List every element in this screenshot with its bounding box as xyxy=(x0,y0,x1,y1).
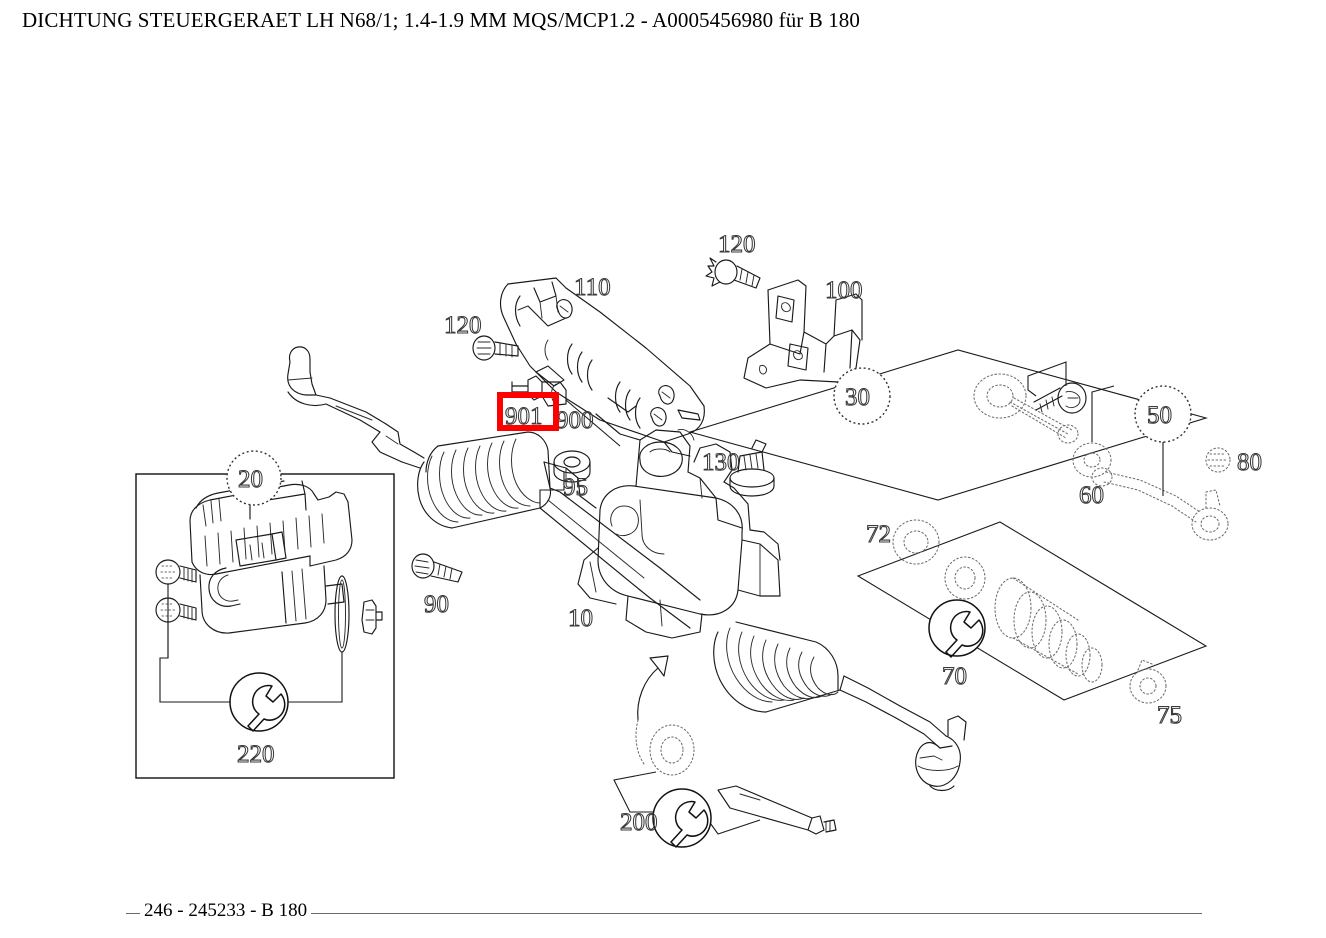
footer-divider xyxy=(126,913,1202,914)
label-110: 110 xyxy=(574,274,611,301)
part-rack-housing xyxy=(577,429,781,639)
group-30-exploded: 30 50 xyxy=(688,349,1231,541)
part-bolt-120-top xyxy=(705,257,761,289)
label-80: 80 xyxy=(1237,449,1262,476)
leader-60 xyxy=(1091,385,1115,442)
leader-95 xyxy=(539,472,565,508)
label-20: 20 xyxy=(238,466,263,493)
group-70-exploded: 70 xyxy=(856,519,1208,704)
label-100: 100 xyxy=(825,277,863,304)
footer: 246 - 245233 - B 180 xyxy=(0,898,1326,928)
label-10: 10 xyxy=(568,605,593,632)
part-bolt-90 xyxy=(411,553,463,583)
part-bolt-60 xyxy=(1033,382,1087,414)
annotation-arrow xyxy=(635,655,669,765)
part-bolt-120-left xyxy=(472,335,519,361)
part-sensor-130 xyxy=(729,439,775,497)
wrench-badge-200 xyxy=(652,788,712,848)
badge-20-circle xyxy=(226,450,282,506)
part-bellows-ghost xyxy=(994,577,1103,683)
inset-box-20: 220 20 xyxy=(135,450,395,779)
group-200-grease: 200 xyxy=(613,724,837,848)
part-steering-motor xyxy=(189,480,353,634)
label-900: 900 xyxy=(556,407,594,434)
label-220: 220 xyxy=(237,741,275,768)
label-75: 75 xyxy=(1157,702,1182,729)
label-120-top: 120 xyxy=(718,231,756,258)
label-30: 30 xyxy=(845,384,870,411)
label-90: 90 xyxy=(424,591,449,618)
leader-901 xyxy=(565,399,621,447)
page-title: DICHTUNG STEUERGERAET LH N68/1; 1.4-1.9 … xyxy=(22,8,860,32)
part-bellows-left xyxy=(417,431,552,529)
badge-50-circle xyxy=(1134,385,1192,443)
part-grease-tube xyxy=(717,785,837,835)
label-72: 72 xyxy=(866,521,891,548)
badge-30-circle xyxy=(833,367,891,425)
label-95: 95 xyxy=(563,474,588,501)
label-70: 70 xyxy=(942,663,967,690)
label-130: 130 xyxy=(702,449,740,476)
part-tie-rod-end-right xyxy=(915,715,967,792)
part-clip-inset xyxy=(361,599,383,635)
part-steering-rack-main xyxy=(417,429,947,749)
highlight-box-901 xyxy=(497,392,559,431)
part-steering-column-110 xyxy=(499,277,705,457)
label-120-left: 120 xyxy=(444,312,482,339)
leader-bolt-60 xyxy=(1027,361,1067,397)
part-nut-95 xyxy=(553,450,591,483)
label-60: 60 xyxy=(1079,482,1104,509)
part-bellows-right xyxy=(713,621,845,713)
label-200: 200 xyxy=(620,809,658,836)
footer-reference: 246 - 245233 - B 180 xyxy=(140,900,312,922)
wrench-badge-220 xyxy=(229,672,289,732)
label-50: 50 xyxy=(1147,402,1172,429)
part-tie-rod-left xyxy=(287,346,425,469)
wrench-badge-70 xyxy=(928,599,986,658)
part-bolt-pair-inset xyxy=(155,559,197,623)
